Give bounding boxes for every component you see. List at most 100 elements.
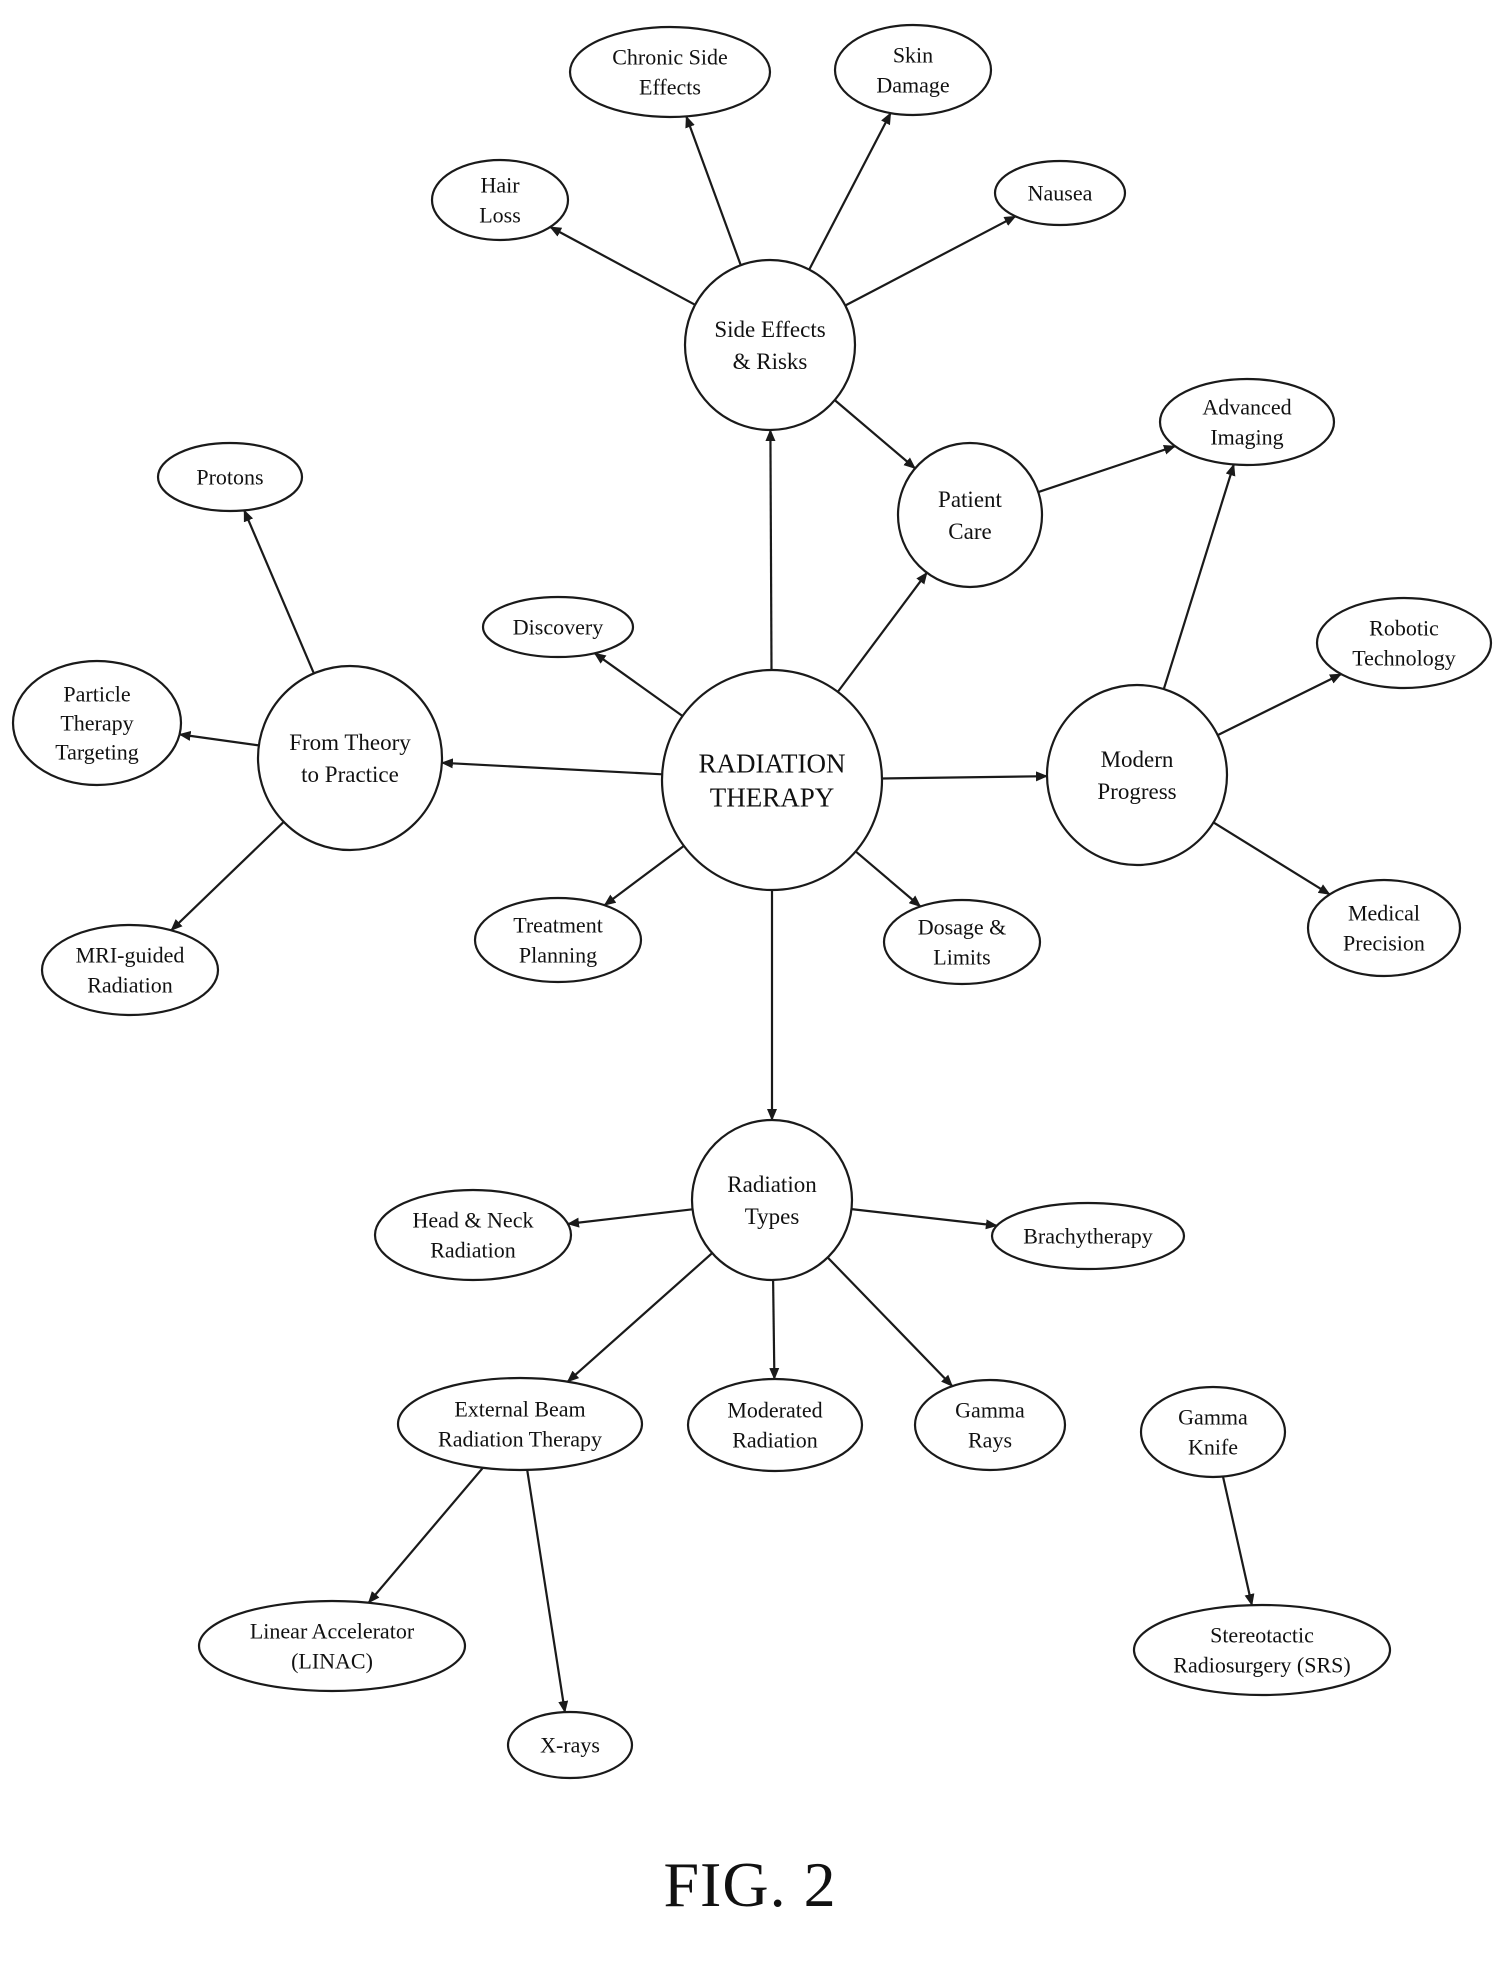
node-protons: Protons [156, 441, 304, 513]
edge-radiation-therapy-to-side-effects [765, 429, 776, 671]
node-modern-progress-outline [1045, 683, 1229, 867]
node-srs-label-line: Radiosurgery (SRS) [1173, 1653, 1350, 1678]
node-radiation-therapy-label-line: THERAPY [710, 783, 835, 813]
node-advanced-imaging-outline [1158, 377, 1336, 467]
node-dosage-limits-outline [882, 898, 1042, 986]
node-gamma-rays-label-line: Gamma [955, 1398, 1025, 1423]
node-particle-therapy-label-line: Therapy [60, 711, 133, 736]
edge-radiation-therapy-to-from-theory [440, 758, 663, 776]
node-nausea-label-line: Nausea [1028, 181, 1093, 206]
node-modern-progress-label-line: Modern [1101, 747, 1174, 772]
node-modern-progress-label-line: Progress [1097, 779, 1176, 804]
node-protons-label: Protons [196, 465, 263, 490]
node-chronic-side-effects-label-line: Chronic Side [612, 45, 728, 70]
node-head-neck-label-line: Radiation [430, 1238, 516, 1263]
node-external-beam-outline [396, 1376, 644, 1472]
node-radiation-types-label-line: Types [745, 1204, 800, 1229]
edge-side-effects-to-hair-loss [549, 226, 696, 306]
node-gamma-knife-label-line: Knife [1188, 1435, 1238, 1460]
node-srs-label-line: Stereotactic [1210, 1623, 1314, 1648]
edge-radiation-types-to-head-neck [567, 1208, 693, 1228]
node-particle-therapy-outline [11, 659, 183, 787]
node-protons-outline [156, 441, 304, 513]
node-dosage-limits-label-line: Limits [933, 945, 990, 970]
node-mri-guided-label-line: Radiation [87, 973, 173, 998]
edge-from-theory-to-particle-therapy [178, 730, 260, 747]
node-nausea: Nausea [993, 159, 1127, 227]
node-mri-guided-outline [40, 923, 220, 1017]
edge-radiation-types-to-external-beam [566, 1252, 713, 1383]
node-hair-loss-label-line: Loss [479, 203, 521, 228]
node-dosage-limits-label: Dosage & Limits [918, 915, 1007, 970]
node-linac-outline [197, 1599, 467, 1693]
figure-caption: FIG. 2 [663, 1849, 837, 1920]
node-advanced-imaging-label-line: Imaging [1210, 425, 1283, 450]
node-skin-damage-label-line: Skin [893, 43, 933, 68]
node-treatment-planning-label-line: Planning [519, 943, 597, 968]
node-chronic-side-effects-outline [568, 25, 772, 119]
node-side-effects-label: Side Effects& Risks [714, 317, 825, 374]
node-robotic-technology-outline [1315, 596, 1493, 690]
node-advanced-imaging-label-line: Advanced [1202, 395, 1291, 420]
edge-side-effects-to-chronic-side-effects [685, 115, 742, 266]
node-medical-precision-label-line: Medical [1348, 901, 1420, 926]
edge-gamma-knife-to-srs [1221, 1476, 1255, 1607]
node-linac-label-line: Linear Accelerator [250, 1619, 415, 1644]
node-dosage-limits-label-line: Dosage & [918, 915, 1007, 940]
node-treatment-planning-label-line: Treatment [513, 913, 603, 938]
node-external-beam-label-line: External Beam [454, 1397, 585, 1422]
node-particle-therapy-label-line: Particle [63, 682, 130, 707]
node-x-rays-outline [506, 1710, 634, 1780]
node-side-effects-label-line: & Risks [733, 349, 808, 374]
node-radiation-types-outline [690, 1118, 854, 1282]
node-hair-loss-outline [430, 158, 570, 242]
edge-radiation-therapy-to-patient-care [836, 571, 928, 693]
edge-from-theory-to-protons [243, 509, 315, 674]
edge-patient-care-to-advanced-imaging [1037, 444, 1176, 494]
edge-modern-progress-to-medical-precision [1212, 821, 1331, 896]
node-robotic-technology-label-line: Technology [1352, 646, 1456, 671]
node-skin-damage-outline [833, 23, 993, 117]
edges-layer [170, 112, 1342, 1714]
node-dosage-limits: Dosage & Limits [882, 898, 1042, 986]
edge-side-effects-to-skin-damage [808, 112, 892, 271]
node-gamma-knife-label-line: Gamma [1178, 1405, 1248, 1430]
node-discovery-outline [481, 595, 635, 659]
node-protons-label-line: Protons [196, 465, 263, 490]
node-medical-precision-label-line: Precision [1343, 931, 1425, 956]
node-robotic-technology-label-line: Robotic [1369, 616, 1439, 641]
node-linac-label: Linear Accelerator (LINAC) [250, 1619, 415, 1674]
edge-modern-progress-to-robotic-technology [1217, 673, 1342, 737]
node-brachytherapy-label: Brachytherapy [1023, 1224, 1153, 1249]
node-from-theory-label-line: to Practice [301, 762, 399, 787]
node-radiation-therapy-outline [660, 668, 884, 892]
node-discovery-label-line: Discovery [513, 615, 603, 640]
edge-external-beam-to-x-rays [526, 1469, 569, 1714]
node-linac-label-line: (LINAC) [291, 1649, 373, 1674]
node-external-beam-label-line: Radiation Therapy [438, 1427, 602, 1452]
node-from-theory-outline [256, 664, 444, 852]
node-radiation-types-label-line: Radiation [727, 1172, 817, 1197]
node-medical-precision-outline [1306, 878, 1462, 978]
node-moderated-radiation-label-line: Radiation [732, 1428, 818, 1453]
edge-external-beam-to-linac [367, 1467, 484, 1604]
